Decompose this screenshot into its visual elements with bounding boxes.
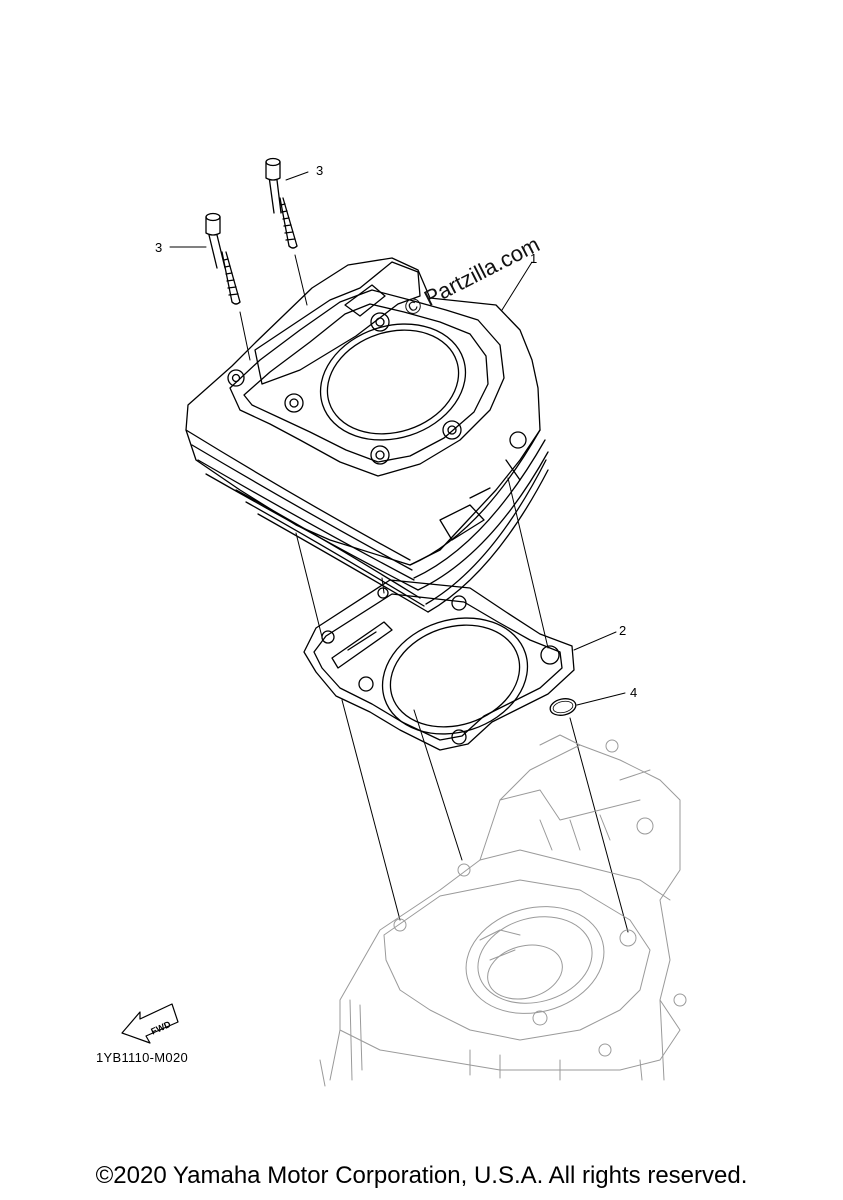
copyright-notice: ©2020 Yamaha Motor Corporation, U.S.A. A… bbox=[95, 1162, 748, 1189]
drawing-code: 1YB1110-M020 bbox=[96, 1050, 189, 1065]
alignment-lines-lower bbox=[341, 699, 629, 933]
fwd-label: FWD bbox=[149, 1019, 172, 1037]
o-ring-part-4 bbox=[549, 698, 577, 716]
callout-part-1: 1 bbox=[530, 251, 538, 266]
bolt-3-left bbox=[205, 212, 251, 361]
bolt-3-right bbox=[265, 157, 308, 306]
callout-part-4: 4 bbox=[630, 685, 638, 700]
alignment-lines-upper bbox=[295, 477, 549, 649]
callout-part-2: 2 bbox=[619, 623, 627, 638]
gasket-part-2 bbox=[303, 579, 575, 751]
fwd-arrow-icon bbox=[121, 1003, 179, 1044]
callout-part-3-right: 3 bbox=[316, 163, 324, 178]
cylinder-part-1 bbox=[185, 257, 549, 613]
leader-lines bbox=[169, 171, 626, 706]
crankcase-reference bbox=[319, 734, 687, 1087]
callout-part-3-left: 3 bbox=[155, 240, 163, 255]
